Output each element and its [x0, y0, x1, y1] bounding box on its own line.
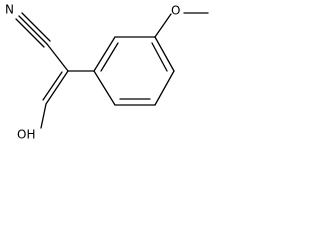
nitrile-to-alpha-carbon-bond: [46, 43, 69, 72]
alkene-double-bond-line-2: [42, 71, 63, 101]
ring-bond-4: [154, 70, 175, 106]
ring-inner-double-bond-2: [151, 42, 168, 72]
chemical-structure-diagram: N O OH: [5, 3, 209, 142]
ring-bond-3: [154, 36, 175, 72]
nitrile-triple-bond-line-1: [18, 15, 48, 45]
hydroxyl-label: OH: [17, 128, 35, 142]
methoxy-group: [154, 12, 209, 38]
nitrile-group: [15, 12, 69, 72]
nitrile-triple-bond-line-3: [15, 18, 45, 48]
enol-alkene: [40, 70, 69, 129]
ring-to-methoxy-o-bond: [154, 13, 172, 38]
enol-c-o-bond: [40, 103, 47, 129]
nitrile-triple-bond-line-2: [21, 12, 51, 42]
ring-inner-double-bond-1: [100, 42, 119, 72]
nitrile-nitrogen-label: N: [5, 3, 14, 17]
benzene-ring: [93, 36, 175, 106]
ring-bond-6: [93, 70, 116, 106]
alkene-double-bond-line-1: [45, 70, 69, 105]
methoxy-oxygen-label: O: [171, 4, 180, 18]
ring-bond-1: [93, 36, 116, 72]
